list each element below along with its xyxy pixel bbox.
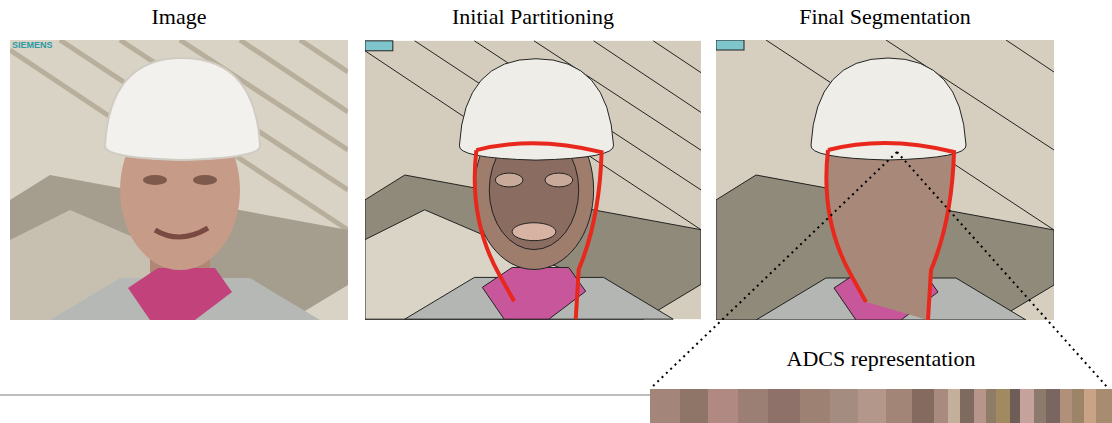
rule-line bbox=[0, 394, 650, 396]
partition-panel: Initial Partitioning bbox=[365, 4, 701, 320]
image-panel: Image bbox=[10, 4, 348, 320]
segmentation-panel: Final Segmentation bbox=[716, 4, 1054, 320]
panel-heading: ADCS representation bbox=[650, 346, 1112, 372]
panel-heading: Final Segmentation bbox=[716, 4, 1054, 30]
panel-heading: Image bbox=[10, 4, 348, 30]
adcs-panel: ADCS representation bbox=[650, 346, 1112, 423]
partition-illustration bbox=[365, 40, 701, 320]
watermark-text: SIEMENS bbox=[12, 40, 53, 51]
panel-heading: Initial Partitioning bbox=[365, 4, 701, 30]
photo-illustration bbox=[10, 40, 348, 320]
color-strip bbox=[650, 389, 1112, 423]
